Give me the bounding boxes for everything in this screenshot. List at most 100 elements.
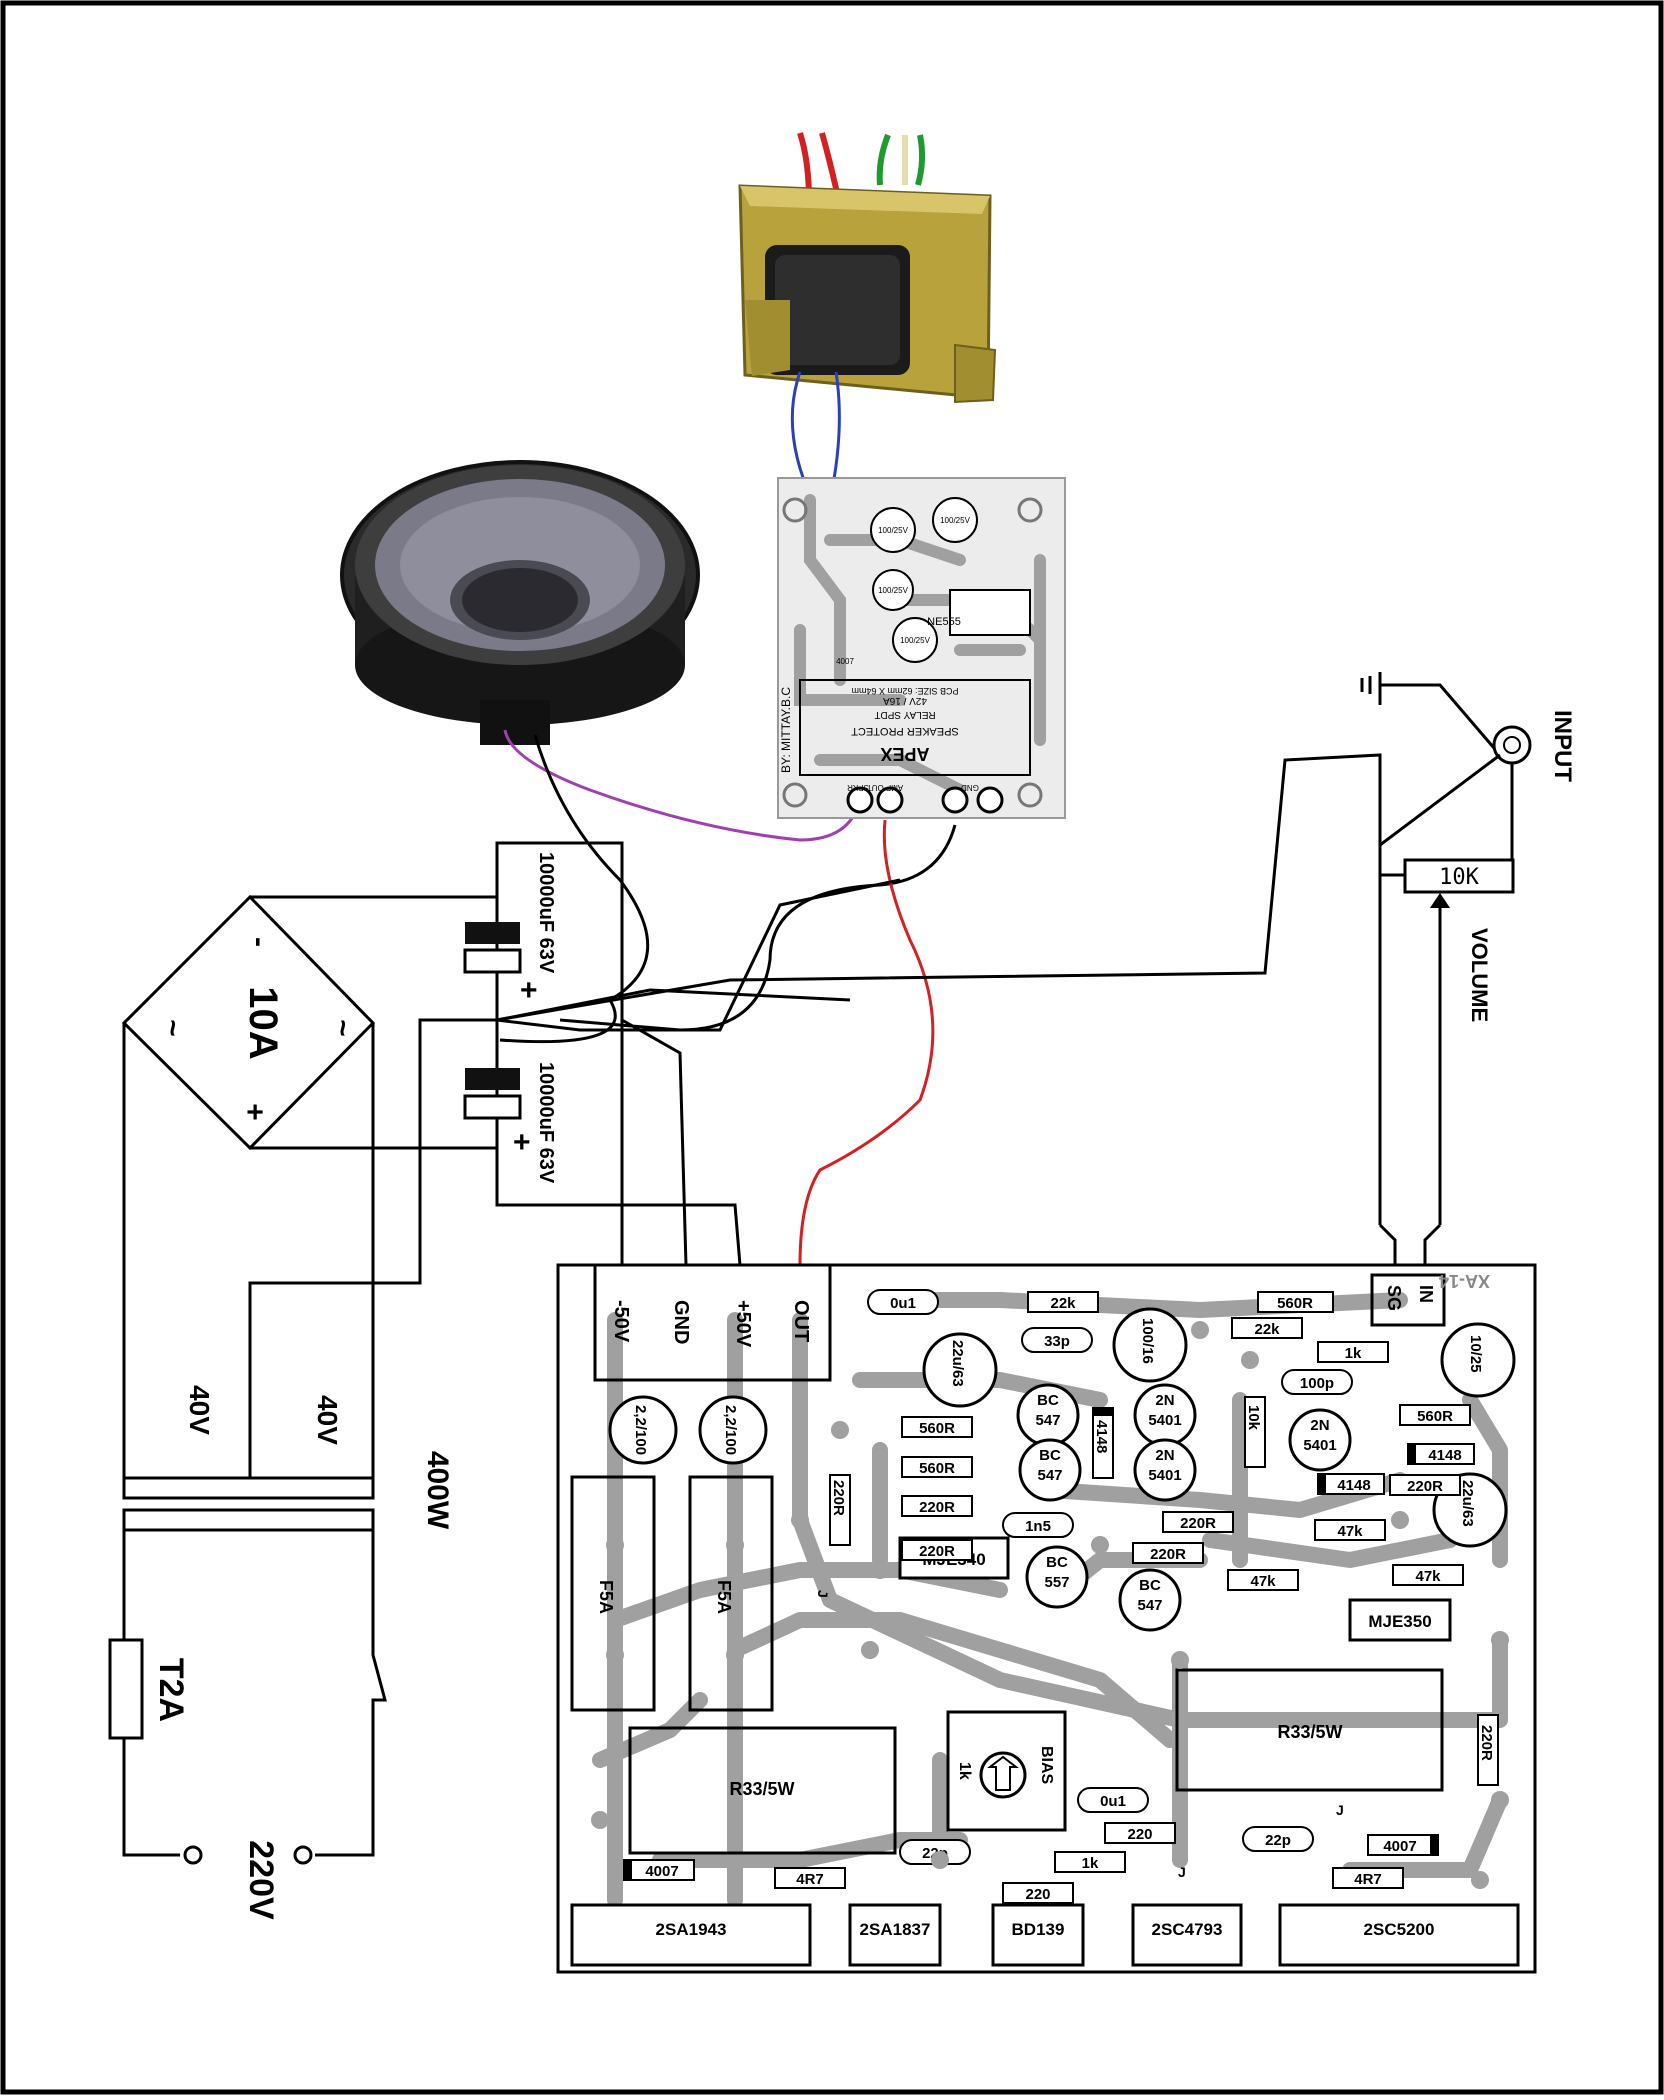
diodes: 4148 4148 4148 4007 4007	[623, 1407, 1475, 1881]
volume-pot-value: 10K	[1439, 865, 1479, 890]
resistor-label: 4R7	[796, 1871, 824, 1888]
cap-label: 22u/63	[949, 1340, 966, 1387]
transformer-core	[122, 1508, 375, 1532]
fuse-holder	[688, 1475, 774, 1712]
board-model: XA-14	[1439, 1271, 1490, 1291]
mains-terminal	[293, 1845, 313, 1865]
protect-terminal-amp-out: AMP OUT	[867, 783, 903, 792]
black-wire	[559, 824, 957, 1032]
resistors: 22k 560R 22k 1k 560R 560R 560R 220R 220R…	[774, 1291, 1499, 1904]
transistor-label: 547	[1035, 1412, 1060, 1429]
cap-label: 1n5	[1025, 1518, 1051, 1535]
bridge-minus-label: -	[243, 937, 276, 947]
resistor-label: 1k	[1345, 1345, 1362, 1362]
psu-wiring	[122, 753, 1382, 1857]
resistor-label: 220	[1025, 1886, 1050, 1903]
cap-label: 0u1	[890, 1295, 916, 1312]
connector-label-neg50v: -50V	[610, 1300, 632, 1343]
transistor-label: 5401	[1303, 1437, 1336, 1454]
small-transistors: BC 547 BC 547 2N 5401 2N 5401 2N 5401 BC…	[1016, 1383, 1352, 1632]
resistor-label: 560R	[1417, 1408, 1453, 1425]
resistor-label: 220R	[1478, 1725, 1495, 1761]
resistor-label: 10k	[1245, 1405, 1262, 1431]
protect-author: BY: MITTAY.B.C	[779, 687, 793, 773]
protect-board: NE555 SPEAKER PROTECT APEX RELAY SPDT 42…	[777, 477, 1066, 819]
fuse-label: F5A	[596, 1580, 616, 1614]
transformer-icon	[738, 132, 997, 404]
speaker-icon	[340, 460, 700, 745]
transistor-label: 2N	[1310, 1417, 1329, 1434]
cap-label: 100/16	[1139, 1318, 1156, 1364]
transistor-label: 547	[1137, 1597, 1162, 1614]
output-devices: 2SA1943 2SA1837 BD139 2SC4793 2SC5200	[570, 1903, 1520, 1967]
bias-pot-icon	[979, 1751, 1027, 1799]
protect-diode-label: 4007	[836, 657, 854, 666]
protect-brand: APEX	[880, 744, 929, 764]
bias-pot-value: 1k	[956, 1762, 973, 1780]
protect-cap-label: 100/25V	[878, 526, 908, 535]
transformer-core	[122, 1476, 375, 1500]
film-caps: 0u1 33p 100p 1n5 0u1 22p 22p	[867, 1289, 1353, 1865]
power-connector-labels: -50V GND +50V OUT	[610, 1300, 812, 1348]
protect-cap-label: 100/25V	[940, 516, 970, 525]
red-wire	[798, 819, 935, 1266]
power-resistor	[628, 1726, 897, 1855]
amp-board: -50V GND +50V OUT SG IN XA-14 F5A F5A R3…	[556, 1263, 1537, 1974]
power-resistor-label: R33/5W	[1277, 1722, 1342, 1742]
cap-label: 22u/63	[1459, 1480, 1476, 1527]
resistor-label: 220R	[830, 1480, 847, 1516]
transistor-label: 547	[1037, 1467, 1062, 1484]
protect-relay: RELAY SPDT	[874, 709, 935, 720]
ground-icon	[1360, 672, 1502, 756]
resistor-label: 47k	[1337, 1523, 1363, 1540]
bridge-plus-label: +	[238, 1103, 271, 1121]
diode-label: 4148	[1428, 1447, 1461, 1464]
secondary-right-label: 40V	[312, 1395, 343, 1445]
transistor-label: 5401	[1148, 1467, 1181, 1484]
protect-cap-label: 100/25V	[900, 636, 930, 645]
cap-label: 2,2/100	[632, 1405, 649, 1455]
diode-label: 4148	[1093, 1420, 1110, 1453]
resistor-label: 47k	[1415, 1568, 1441, 1585]
power-connector	[593, 1263, 832, 1382]
transistor-label: 557	[1044, 1574, 1069, 1591]
cap-value-label: 10000uF 63V	[535, 1062, 557, 1184]
connector-label-gnd: GND	[670, 1300, 692, 1344]
jumper-label: J	[815, 1590, 831, 1598]
output-transistor-label: 2SC4793	[1152, 1920, 1223, 1939]
cap-label: 33p	[1044, 1333, 1070, 1350]
output-transistor-label: 2SA1943	[656, 1920, 727, 1939]
transistor-label: BC	[1037, 1392, 1059, 1409]
input-connector	[1370, 1273, 1446, 1327]
filter-capacitor: + 10000uF 63V	[463, 852, 557, 1007]
resistor-label: 220R	[1180, 1515, 1216, 1532]
bridge-current-label: 10A	[241, 986, 285, 1059]
secondary-left-label: 40V	[184, 1385, 215, 1435]
purple-wire	[503, 729, 862, 842]
volume-pot	[1403, 858, 1515, 894]
resistor-label: 1k	[1082, 1855, 1099, 1872]
resistor-label: 220R	[1407, 1478, 1443, 1495]
bridge-ac-label: ~	[156, 1019, 189, 1037]
black-wire	[499, 734, 650, 1044]
resistor-label: 560R	[919, 1460, 955, 1477]
protect-title: SPEAKER PROTECT	[851, 725, 959, 737]
fuse-label: T2A	[152, 1658, 190, 1722]
cap-plus-mark: +	[520, 974, 538, 1007]
driver-transistor	[1348, 1598, 1452, 1642]
mains-terminal	[183, 1845, 203, 1865]
protect-pcb-size: PCB SIZE: 62mm X 64mm	[851, 686, 958, 696]
resistor-label: 220R	[1150, 1546, 1186, 1563]
volume-label: VOLUME	[1467, 928, 1492, 1022]
diode-label: 4148	[1337, 1477, 1370, 1494]
output-transistor-label: BD139	[1012, 1920, 1065, 1939]
resistor-label: 220R	[919, 1543, 955, 1560]
electrolytic-caps: 2,2/100 2,2/100 22u/63 100/16 10/25 22u/…	[608, 1307, 1516, 1548]
jumper-label: J	[1178, 1864, 1186, 1880]
fuse-label: F5A	[714, 1580, 734, 1614]
resistor-label: 220	[1127, 1826, 1152, 1843]
cap-label: 100p	[1300, 1375, 1334, 1392]
connector-label-out: OUT	[790, 1300, 812, 1342]
resistor-label: 4R7	[1354, 1871, 1382, 1888]
